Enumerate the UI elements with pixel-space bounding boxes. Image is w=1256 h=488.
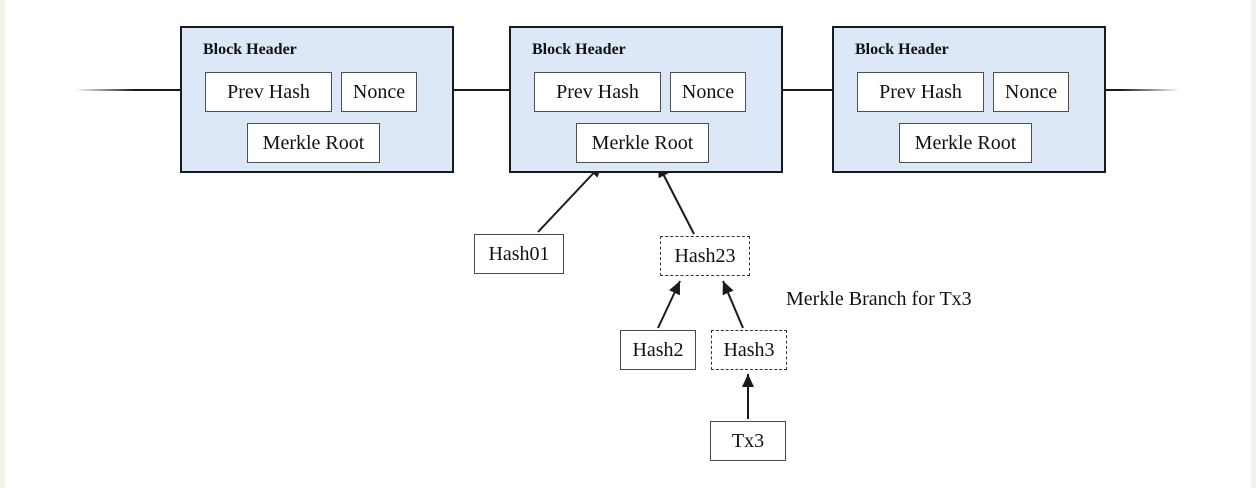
block-1: Block Header Prev Hash Nonce Merkle Root bbox=[180, 26, 454, 173]
arrow-hash23-to-merkle-root bbox=[657, 163, 695, 235]
page-edge-left bbox=[0, 0, 5, 488]
hash3-label: Hash3 bbox=[723, 338, 775, 361]
block-2: Block Header Prev Hash Nonce Merkle Root bbox=[509, 26, 783, 173]
block-header-title: Block Header bbox=[855, 41, 949, 58]
nonce-label: Nonce bbox=[1004, 81, 1058, 103]
prev-hash-box: Prev Hash bbox=[857, 72, 984, 112]
block-header-title: Block Header bbox=[203, 41, 297, 58]
hash23-box: Hash23 bbox=[660, 236, 750, 276]
block-3: Block Header Prev Hash Nonce Merkle Root bbox=[832, 26, 1106, 173]
prev-hash-box: Prev Hash bbox=[205, 72, 332, 112]
merkle-root-box: Merkle Root bbox=[247, 123, 380, 163]
tx3-label: Tx3 bbox=[731, 429, 765, 452]
nonce-box: Nonce bbox=[670, 72, 746, 112]
merkle-root-label: Merkle Root bbox=[591, 132, 694, 154]
prev-hash-label: Prev Hash bbox=[227, 81, 310, 103]
block-header-title: Block Header bbox=[532, 41, 626, 58]
arrow-hash3-to-hash23 bbox=[722, 280, 744, 329]
hash2-label: Hash2 bbox=[632, 338, 684, 361]
page-edge-right bbox=[1251, 0, 1256, 488]
hash01-label: Hash01 bbox=[488, 242, 550, 265]
prev-hash-label: Prev Hash bbox=[879, 81, 962, 103]
merkle-root-label: Merkle Root bbox=[914, 132, 1017, 154]
arrow-hash01-to-merkle-root bbox=[537, 163, 603, 233]
hash2-box: Hash2 bbox=[620, 330, 696, 370]
prev-hash-label: Prev Hash bbox=[556, 81, 639, 103]
nonce-box: Nonce bbox=[341, 72, 417, 112]
merkle-root-box: Merkle Root bbox=[899, 123, 1032, 163]
arrow-hash2-to-hash23 bbox=[657, 280, 681, 329]
merkle-root-label: Merkle Root bbox=[262, 132, 365, 154]
nonce-label: Nonce bbox=[681, 81, 735, 103]
prev-hash-box: Prev Hash bbox=[534, 72, 661, 112]
nonce-box: Nonce bbox=[993, 72, 1069, 112]
hash23-label: Hash23 bbox=[674, 244, 736, 267]
merkle-branch-label: Merkle Branch for Tx3 bbox=[786, 288, 972, 310]
hash3-box: Hash3 bbox=[711, 330, 787, 370]
hash01-box: Hash01 bbox=[474, 234, 564, 274]
nonce-label: Nonce bbox=[352, 81, 406, 103]
merkle-root-box: Merkle Root bbox=[576, 123, 709, 163]
tx3-box: Tx3 bbox=[710, 421, 786, 461]
